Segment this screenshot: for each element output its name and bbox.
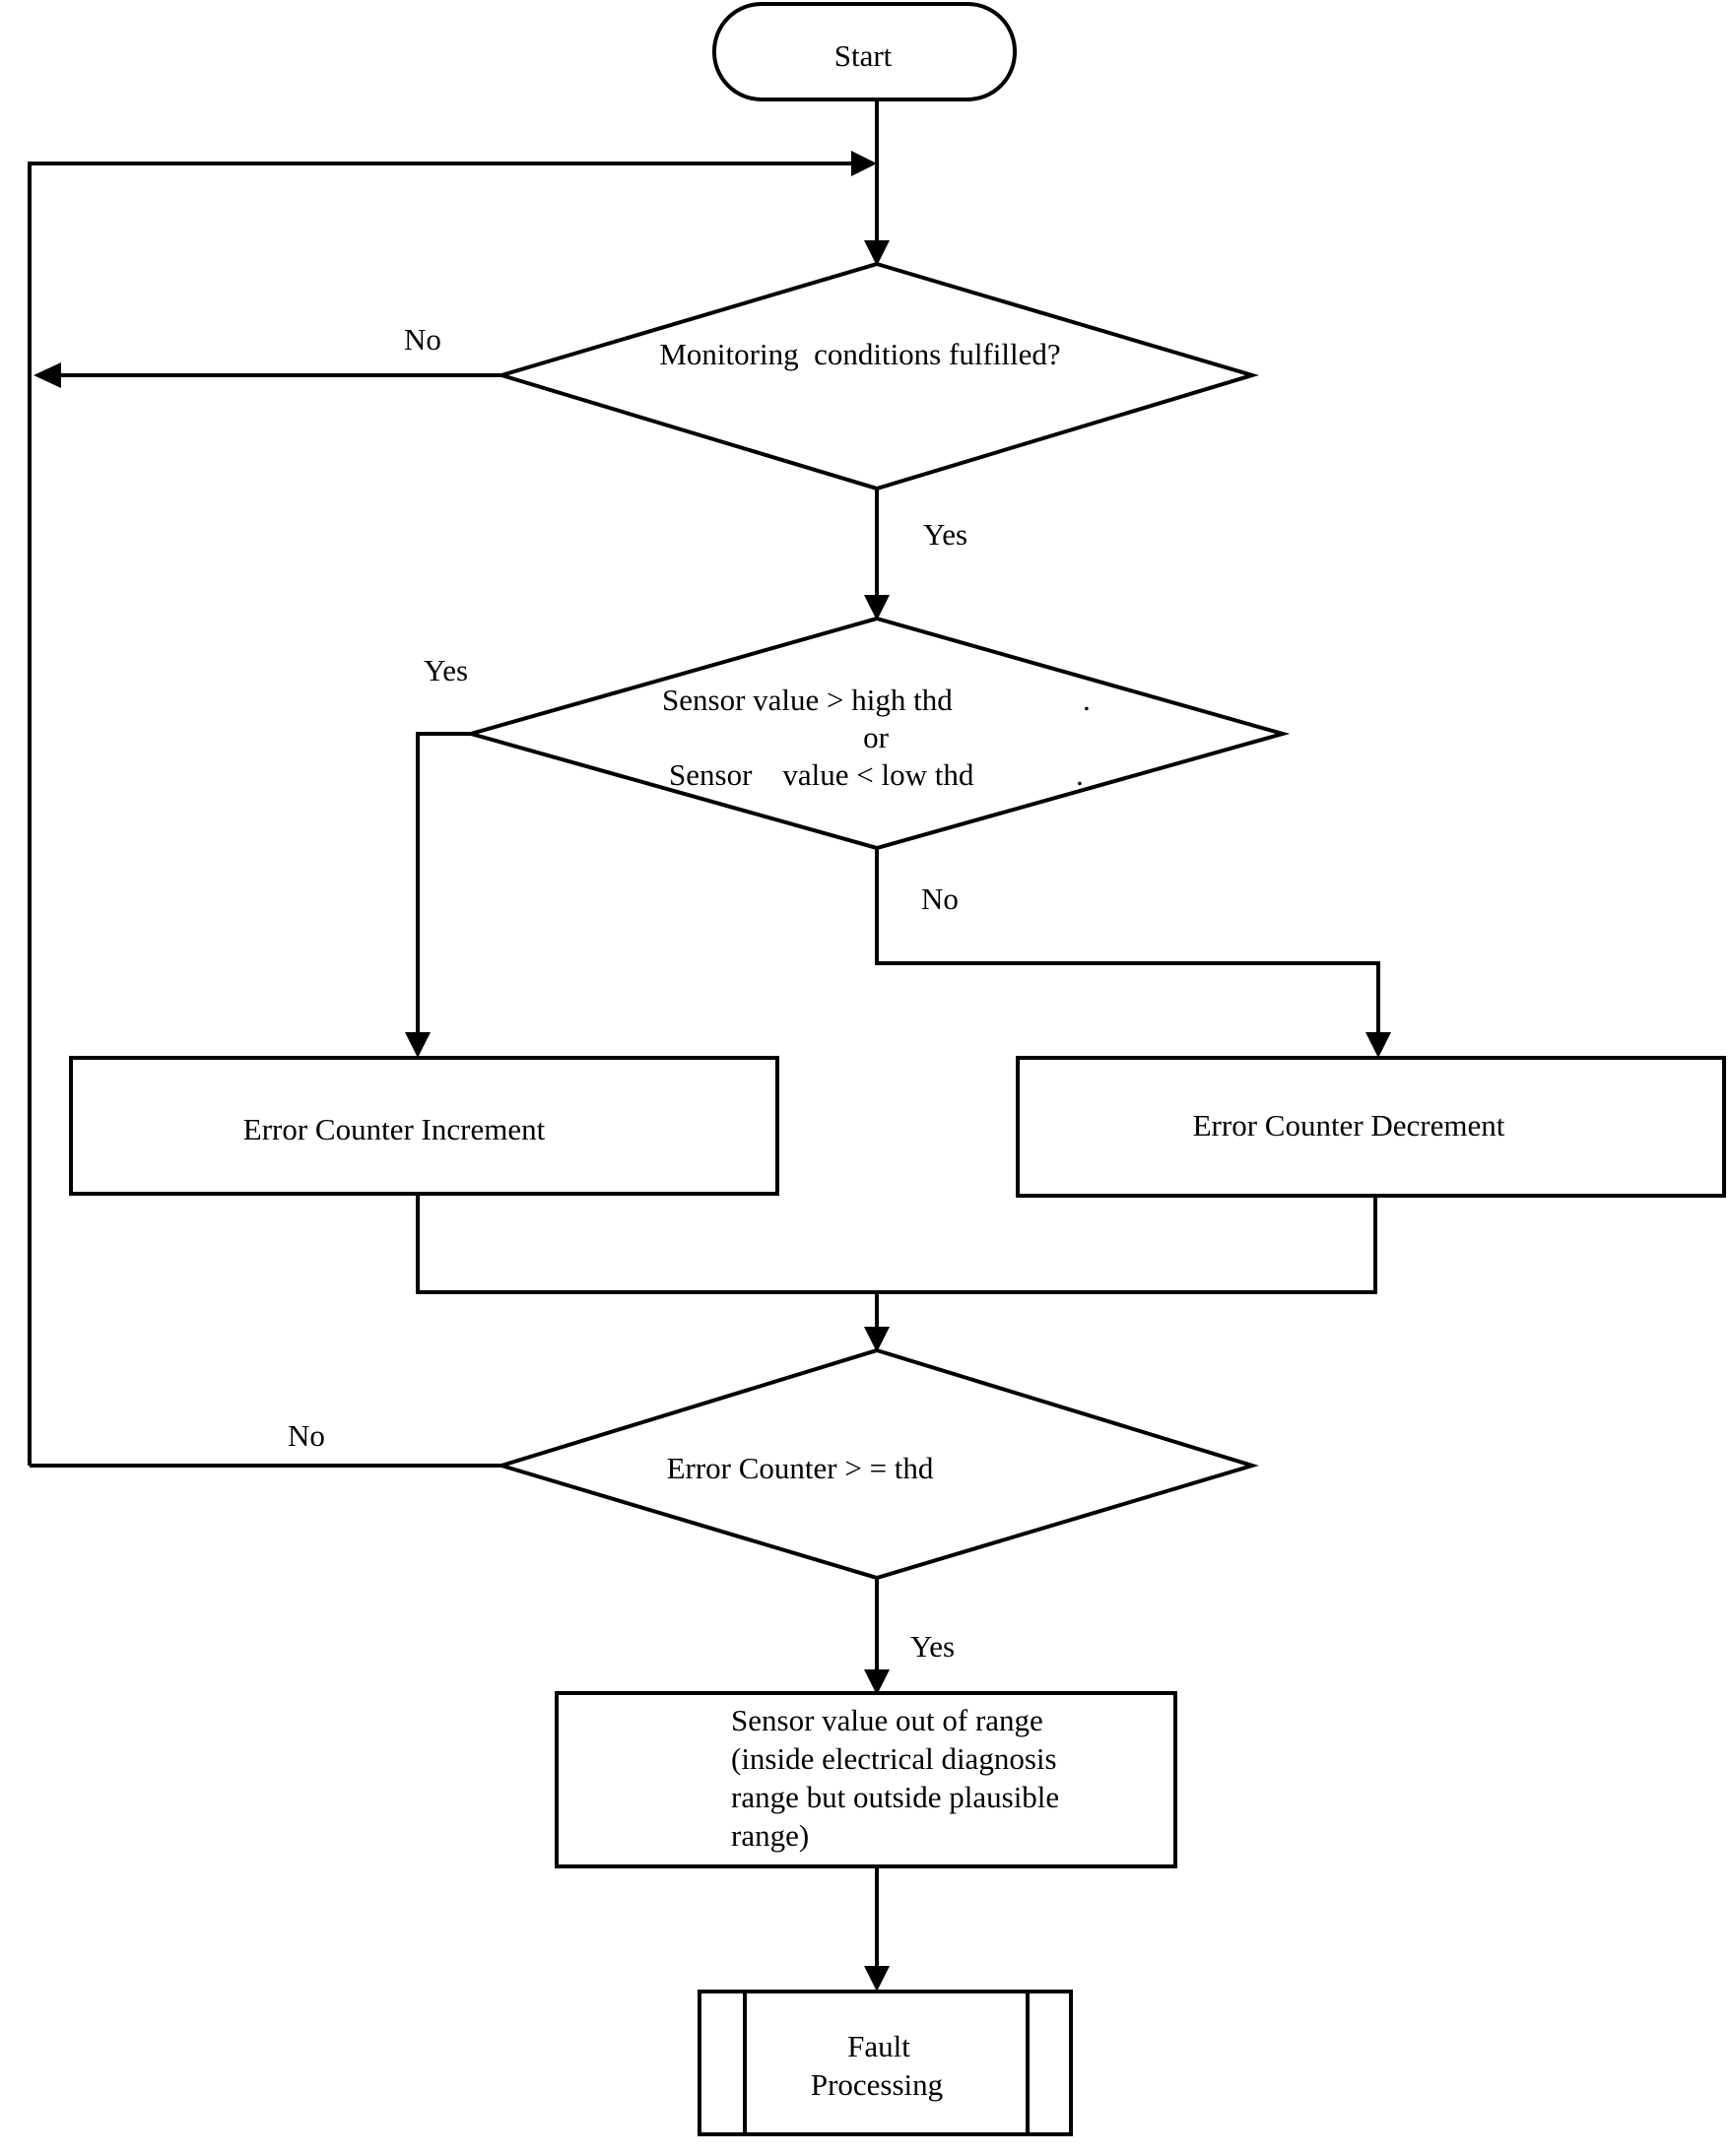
- out-of-range-box: [555, 1691, 1177, 1868]
- threshold-line-3-dot: .: [1076, 757, 1084, 792]
- arrowhead-threshold-in: [864, 595, 890, 621]
- label-monitoring-no: No: [404, 322, 441, 357]
- label-counter-no: No: [288, 1418, 325, 1453]
- start-terminator: [712, 2, 1017, 101]
- arrowhead-decrement-in: [1365, 1032, 1391, 1058]
- label-threshold-no: No: [921, 882, 959, 916]
- arrowhead-counter-in: [864, 1327, 890, 1352]
- connector-threshold-yes: [416, 732, 471, 1032]
- out-of-range-line-3: range but outside plausible: [731, 1780, 1059, 1814]
- connector-increment-out: [416, 1194, 1377, 1294]
- threshold-line-3: Sensor value < low thd: [669, 757, 974, 792]
- connector-loop-rail: [28, 162, 851, 1466]
- out-of-range-line-4: range): [731, 1818, 809, 1853]
- label-counter-yes: Yes: [910, 1629, 955, 1664]
- fault-processing-box: [698, 1990, 1073, 2136]
- start-label: Start: [834, 38, 893, 73]
- counter-decision-label: Error Counter > = thd: [667, 1451, 934, 1485]
- arrowhead-loop-merge: [851, 151, 877, 176]
- monitoring-decision-label: Monitoring conditions fulfilled?: [659, 337, 1060, 371]
- error-counter-increment-label: Error Counter Increment: [243, 1112, 546, 1146]
- threshold-line-1-dot: .: [1083, 683, 1091, 717]
- arrowhead-fault-in: [864, 1966, 890, 1992]
- arrowhead-monitoring-no: [33, 362, 61, 388]
- arrowhead-increment-in: [405, 1032, 431, 1058]
- error-counter-increment-box: [69, 1056, 779, 1196]
- label-monitoring-yes: Yes: [923, 517, 967, 552]
- fault-processing-line-2: Processing: [811, 2067, 943, 2102]
- label-threshold-yes: Yes: [424, 653, 468, 687]
- threshold-line-2: or: [863, 720, 890, 754]
- threshold-line-1: Sensor value > high thd: [662, 683, 953, 717]
- out-of-range-line-1: Sensor value out of range: [731, 1703, 1043, 1737]
- error-counter-decrement-box: [1016, 1056, 1726, 1198]
- out-of-range-line-2: (inside electrical diagnosis: [731, 1741, 1057, 1776]
- arrowhead-monitoring-in: [864, 240, 890, 266]
- fault-processing-line-1: Fault: [847, 2029, 910, 2063]
- error-counter-decrement-label: Error Counter Decrement: [1193, 1108, 1505, 1143]
- connector-threshold-no: [875, 848, 1380, 1032]
- arrowhead-out-of-range-in: [864, 1669, 890, 1695]
- monitoring-decision: [495, 261, 1259, 491]
